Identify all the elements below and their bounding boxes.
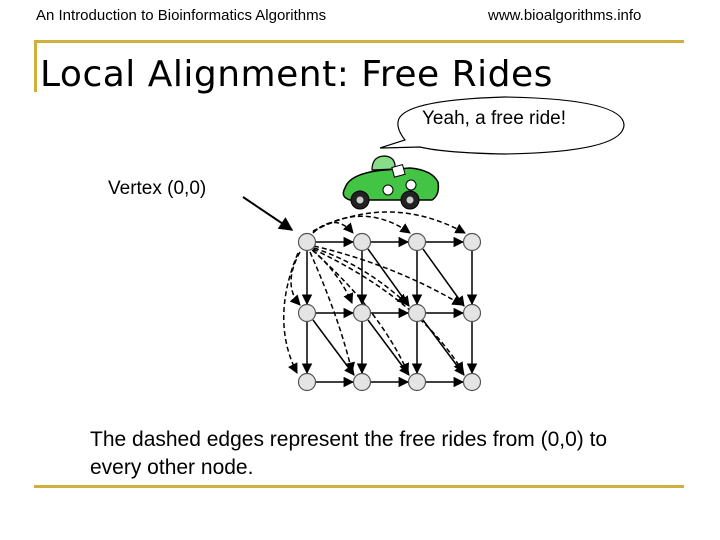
pointer-arrow [242,196,294,231]
node-1-0 [297,303,317,323]
node-1-2 [407,303,427,323]
node-2-3 [462,372,482,392]
bottom-rule [34,485,684,488]
header-website: www.bioalgorithms.info [488,7,642,24]
node-0-0 [297,232,317,252]
grid-nodes [297,232,482,392]
node-2-1 [352,372,372,392]
node-0-1 [352,232,372,252]
node-2-0 [297,372,317,392]
header-course-title: An Introduction to Bioinformatics Algori… [36,7,327,24]
node-1-3 [462,303,482,323]
speech-bubble-text: Yeah, a free ride! [422,108,567,129]
slide-caption: The dashed edges represent the free ride… [90,428,608,479]
car-icon [342,155,440,210]
title-rule-vertical [34,40,37,92]
node-0-3 [462,232,482,252]
node-2-2 [407,372,427,392]
speech-bubble [379,96,625,155]
node-0-2 [407,232,427,252]
slide-title: Local Alignment: Free Rides [40,54,553,95]
title-rule-horizontal [34,40,684,43]
vertex-label: Vertex (0,0) [108,178,207,199]
grid-edges [301,236,478,388]
node-1-1 [352,303,372,323]
